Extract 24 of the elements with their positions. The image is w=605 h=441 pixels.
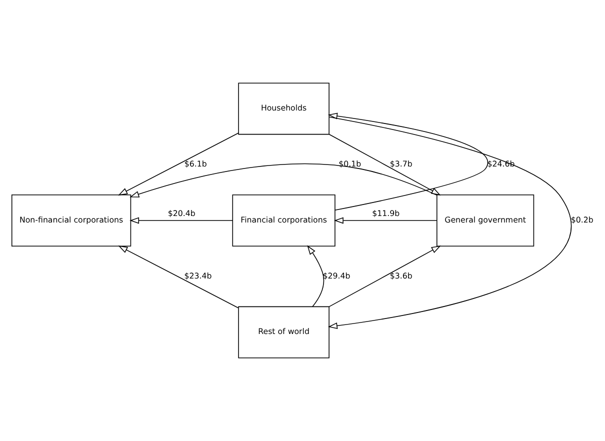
arrow: [118, 132, 239, 196]
node-box: Non-financial corporations: [11, 194, 132, 246]
node-box: Households: [238, 82, 330, 135]
arrow: [130, 163, 438, 198]
edge-label: $6.1b: [184, 160, 207, 169]
arrow: [334, 217, 438, 224]
arrow: [328, 112, 488, 211]
arrow: [307, 245, 324, 308]
arrow: [328, 246, 441, 308]
edge-label: $0.1b: [338, 160, 362, 169]
edge-label: $0.2b: [570, 215, 594, 224]
arrow: [328, 134, 441, 196]
node-box: Financial corporations: [232, 194, 336, 246]
node-box: General government: [436, 194, 534, 246]
node-box: Rest of world: [238, 306, 330, 358]
arrow: [328, 116, 572, 330]
arrow: [118, 246, 239, 308]
edge-label: $3.6b: [390, 271, 412, 280]
arrow: [130, 217, 234, 224]
edge-label: $20.4b: [168, 208, 196, 218]
edge-label: $23.4b: [184, 271, 212, 280]
edge-label: $11.9b: [372, 208, 400, 218]
edge-label: $24.6b: [487, 160, 515, 169]
edge-label: $3.7b: [390, 160, 412, 169]
